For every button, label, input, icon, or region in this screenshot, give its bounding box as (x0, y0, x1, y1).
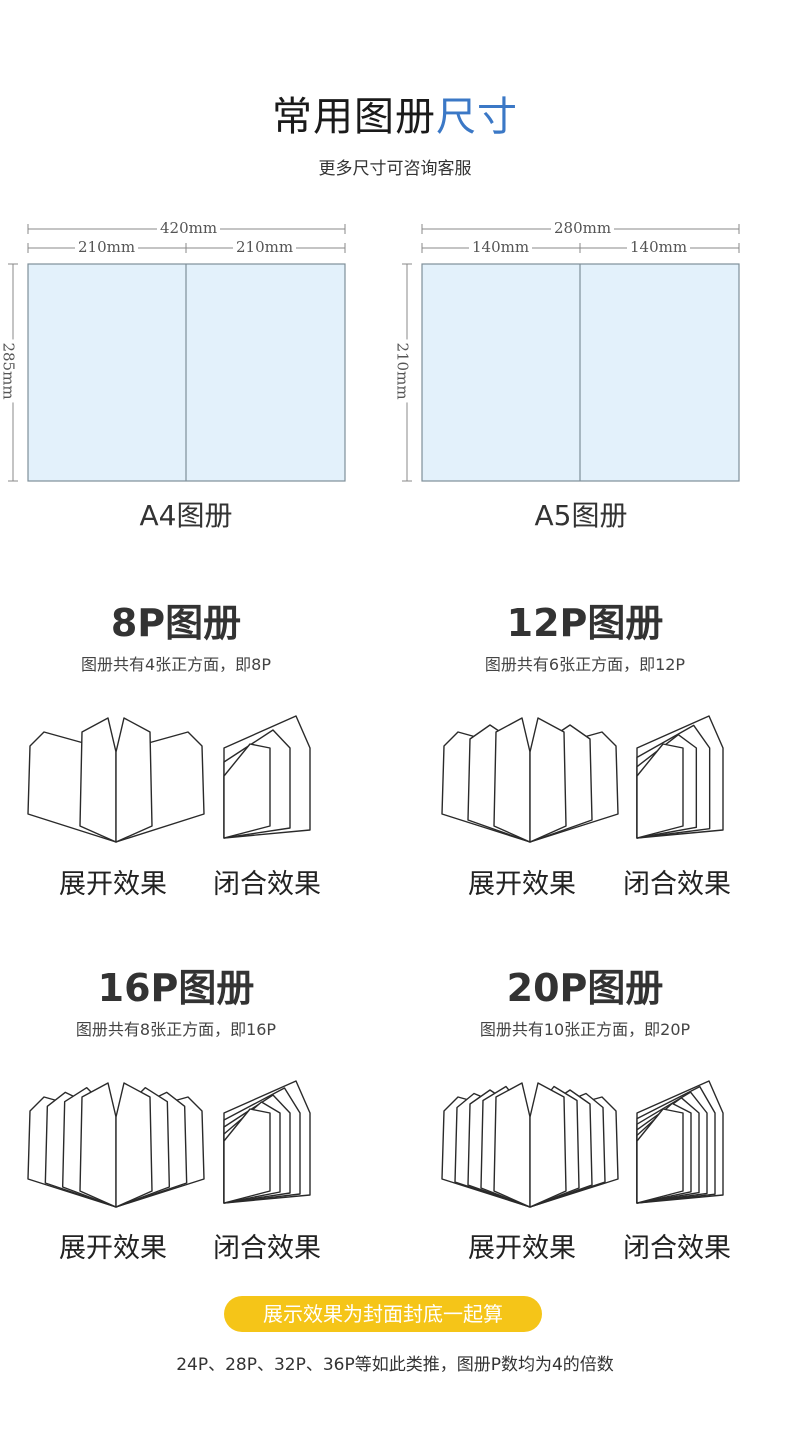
book-illustrations-row2 (27, 1080, 724, 1208)
a4-total-width: 420mm (157, 219, 221, 237)
section-20p-closed-label: 闭合效果 (623, 1233, 731, 1264)
open-page-right (115, 1082, 153, 1208)
a4-left-width: 210mm (75, 238, 139, 256)
section-16p-title: 16P图册 (97, 966, 255, 1010)
closed-page (223, 1108, 271, 1204)
a5-left-width: 140mm (469, 238, 533, 256)
closed-page (636, 1108, 684, 1204)
a5-right-width: 140mm (627, 238, 691, 256)
a4-label: A4图册 (139, 499, 233, 532)
section-12p-title: 12P图册 (506, 601, 664, 645)
book-20p-closed (636, 1080, 724, 1204)
section-16p-desc: 图册共有8张正方面，即16P (75, 1020, 277, 1039)
a5-label: A5图册 (534, 499, 628, 532)
a4-height: 285mm (0, 339, 18, 403)
book-illustrations-row1 (27, 715, 724, 843)
closed-page (223, 743, 271, 839)
page-title: 常用图册尺寸 (0, 84, 790, 142)
open-page-right (529, 717, 567, 843)
section-8p-open-label: 展开效果 (59, 869, 167, 900)
title-main: 常用图册 (272, 94, 436, 140)
open-page-left (79, 1082, 117, 1208)
section-12p-open-label: 展开效果 (468, 869, 576, 900)
section-12p-desc: 图册共有6张正方面，即12P (484, 655, 686, 674)
book-20p-open (441, 1082, 619, 1208)
open-page-left (79, 717, 117, 843)
title-accent: 尺寸 (436, 94, 518, 140)
section-20p-desc: 图册共有10张正方面，即20P (479, 1020, 691, 1039)
book-16p-closed (223, 1080, 311, 1204)
section-20p-title: 20P图册 (506, 966, 664, 1010)
a5-height: 210mm (393, 339, 412, 403)
book-12p-open (441, 717, 619, 843)
footer-note: 24P、28P、32P、36P等如此类推，图册P数均为4的倍数 (176, 1355, 614, 1375)
book-16p-open (27, 1082, 205, 1208)
section-12p-closed-label: 闭合效果 (623, 869, 731, 900)
open-page-left (493, 1082, 531, 1208)
a5-total-width: 280mm (551, 219, 615, 237)
section-16p-closed-label: 闭合效果 (213, 1233, 321, 1264)
open-page-right (115, 717, 153, 843)
page-subtitle: 更多尺寸可咨询客服 (318, 159, 472, 179)
a4-right-width: 210mm (233, 238, 297, 256)
book-8p-open (27, 717, 205, 843)
book-12p-closed (636, 715, 724, 839)
cover-note-badge: 展示效果为封面封底一起算 (224, 1296, 542, 1332)
section-8p-title: 8P图册 (110, 601, 242, 645)
section-16p-open-label: 展开效果 (59, 1233, 167, 1264)
section-8p-closed-label: 闭合效果 (213, 869, 321, 900)
size-diagrams (8, 224, 740, 482)
section-20p-open-label: 展开效果 (468, 1233, 576, 1264)
section-8p-desc: 图册共有4张正方面，即8P (80, 655, 271, 674)
book-8p-closed (223, 715, 311, 839)
closed-page (636, 743, 684, 839)
open-page-left (493, 717, 531, 843)
open-page-right (529, 1082, 567, 1208)
